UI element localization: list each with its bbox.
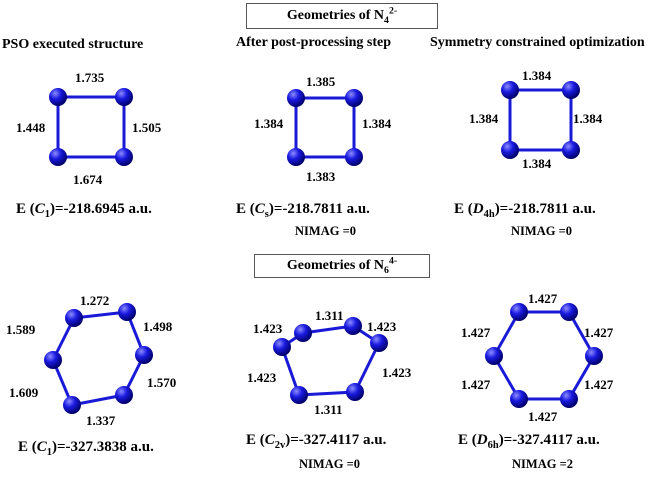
bond-length-label: 1.427	[528, 291, 558, 306]
nitrogen-atom	[115, 88, 133, 106]
nitrogen-atom	[294, 324, 312, 342]
n6-sym-nimag: NIMAG =2	[512, 457, 573, 471]
nitrogen-atom	[585, 347, 603, 365]
bond-length-label: 1.384	[522, 68, 552, 83]
n4-sym-bonds	[508, 88, 573, 152]
n4-post-bonds	[294, 96, 356, 159]
nitrogen-atom	[501, 141, 519, 159]
n6-post-atoms	[273, 317, 388, 404]
nitrogen-atom	[345, 89, 363, 107]
bond-length-label: 1.498	[143, 319, 173, 334]
bond-length-label: 1.311	[315, 308, 344, 323]
nitrogen-atom	[49, 88, 67, 106]
nitrogen-atom	[115, 386, 133, 404]
nitrogen-atom	[287, 148, 305, 166]
n6-sym-atoms	[485, 303, 603, 408]
nitrogen-atom	[344, 317, 362, 335]
n6-post-energy: E (C2v)=-327.4117 a.u.	[246, 432, 387, 451]
nitrogen-atom	[562, 141, 580, 159]
nitrogen-atom	[562, 81, 580, 99]
nitrogen-atom	[44, 351, 62, 369]
n4-pso-bonds	[56, 95, 126, 159]
n4-post-nimag: NIMAG =0	[295, 224, 356, 238]
n4-sym-nimag: NIMAG =0	[511, 224, 572, 238]
nitrogen-atom	[49, 148, 67, 166]
n4-sym-energy: E (D4h)=-218.7811 a.u.	[454, 201, 596, 220]
nitrogen-atom	[290, 386, 308, 404]
n4-pso-molecule: 1.735 1.505 1.674 1.448	[16, 70, 162, 187]
bond-length-label: 1.589	[6, 322, 36, 337]
nitrogen-atom	[115, 148, 133, 166]
bond-length-label: 1.423	[253, 321, 283, 336]
nitrogen-atom	[345, 148, 363, 166]
bond-length-label: 1.674	[73, 172, 103, 187]
nitrogen-atom	[560, 390, 578, 408]
nitrogen-atom	[287, 89, 305, 107]
bond-length-label: 1.423	[382, 365, 412, 380]
column-header-post: After post-processing step	[236, 35, 392, 50]
n4-pso-energy: E (C1)=-218.6945 a.u.	[16, 201, 152, 220]
n4-sym-atoms	[501, 81, 580, 159]
n4-pso-atoms	[49, 88, 133, 166]
bond-length-label: 1.383	[306, 169, 336, 184]
nitrogen-atom	[370, 334, 388, 352]
bond-length-label: 1.384	[573, 111, 603, 126]
bond-length-label: 1.384	[469, 111, 499, 126]
bond-length-label: 1.384	[522, 156, 552, 171]
bond-length-label: 1.609	[9, 385, 39, 400]
bond-length-label: 1.427	[461, 325, 491, 340]
n6-sym-bonds	[492, 310, 596, 401]
nitrogen-atom	[485, 347, 503, 365]
bond-length-label: 1.384	[254, 116, 284, 131]
nitrogen-atom	[346, 383, 364, 401]
nitrogen-atom	[65, 309, 83, 327]
bond-length-label: 1.427	[528, 409, 558, 424]
n6-sym-energy: E (D6h)=-327.4117 a.u.	[458, 432, 600, 451]
bond-length-label: 1.423	[247, 370, 277, 385]
nitrogen-atom	[560, 303, 578, 321]
n4-section-title: Geometries of N42-	[246, 3, 438, 29]
bond-length-label: 1.505	[132, 120, 162, 135]
bond-length-label: 1.384	[362, 116, 392, 131]
bond-length-label: 1.735	[75, 70, 105, 85]
nitrogen-atom	[118, 303, 136, 321]
column-header-pso: PSO executed structure	[2, 37, 144, 52]
bond-length-label: 1.423	[367, 319, 397, 334]
bond-length-label: 1.311	[314, 402, 343, 417]
n6-pso-energy: E (C1)=-327.3838 a.u.	[18, 439, 154, 458]
bond-length-label: 1.337	[86, 413, 116, 428]
n6-post-nimag: NIMAG =0	[299, 457, 360, 471]
nitrogen-atom	[501, 81, 519, 99]
bond-length-label: 1.427	[584, 377, 614, 392]
bond-length-label: 1.272	[80, 293, 109, 308]
bond-length-label: 1.427	[461, 377, 491, 392]
n6-pso-molecule: 1.272 1.498 1.570 1.337 1.609 1.589	[6, 293, 176, 428]
n6-sym-molecule: 1.427 1.427 1.427 1.427 1.427 1.427	[461, 291, 614, 424]
bond-length-label: 1.570	[147, 375, 176, 390]
nitrogen-atom	[510, 303, 528, 321]
n4-sym-molecule: 1.384 1.384 1.384 1.384	[469, 68, 603, 171]
n4-post-molecule: 1.385 1.384 1.383 1.384	[254, 74, 392, 184]
bond-length-label: 1.385	[306, 74, 336, 89]
column-header-sym: Symmetry constrained optimization	[430, 35, 645, 50]
nitrogen-atom	[273, 338, 291, 356]
bond	[298, 390, 356, 397]
n6-pso-atoms	[44, 303, 153, 414]
nitrogen-atom	[63, 396, 81, 414]
n6-section-title: Geometries of N64-	[254, 254, 430, 278]
n4-post-atoms	[287, 89, 363, 166]
n6-post-molecule: 1.311 1.423 1.423 1.311 1.423 1.423	[247, 308, 412, 417]
n4-post-energy: E (Cs)=-218.7811 a.u.	[236, 201, 370, 220]
nitrogen-atom	[135, 346, 153, 364]
bond-length-label: 1.448	[16, 120, 46, 135]
bond-length-label: 1.427	[584, 325, 614, 340]
nitrogen-atom	[510, 390, 528, 408]
bond	[353, 342, 381, 393]
